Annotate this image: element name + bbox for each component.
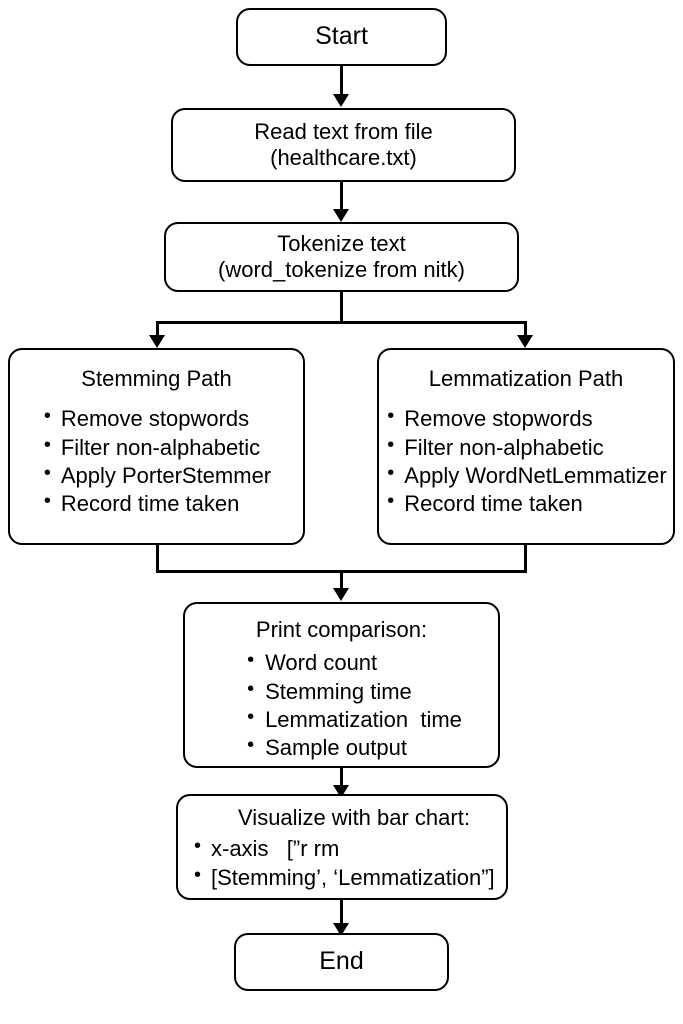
edge-split-left-drop: [156, 321, 159, 337]
node-tokenize[interactable]: Tokenize text (word_tokenize from nitk): [164, 222, 519, 292]
edge-read-to-tokenize-line: [340, 182, 343, 211]
edge-tokenize-split-stem: [340, 292, 343, 323]
node-read-file-line1: Read text from file: [254, 119, 433, 145]
node-end[interactable]: End: [234, 933, 449, 991]
list-item: Remove stopwords: [385, 404, 666, 433]
edge-read-to-tokenize-arrowhead: [333, 209, 349, 222]
node-stemming-path[interactable]: Stemming Path Remove stopwords Filter no…: [8, 348, 305, 545]
node-visualize-title: Visualize with bar chart:: [238, 805, 470, 830]
list-item: Remove stopwords: [42, 404, 271, 433]
node-tokenize-line2: (word_tokenize from nitk): [218, 257, 465, 282]
node-read-file-line2: (healthcare.txt): [270, 145, 417, 170]
node-lemmatization-path[interactable]: Lemmatization Path Remove stopwords Filt…: [377, 348, 675, 545]
edge-split-left-arrowhead: [149, 335, 165, 348]
node-start[interactable]: Start: [236, 8, 447, 66]
list-item: Word count: [245, 648, 462, 677]
list-item: Record time taken: [42, 489, 271, 518]
node-start-label: Start: [315, 22, 368, 51]
edge-start-to-read-line: [340, 66, 343, 96]
edge-visualize-to-end-arrowhead: [333, 923, 349, 936]
node-print-comparison-bullets: Word count Stemming time Lemmatization t…: [221, 648, 462, 762]
node-read-file[interactable]: Read text from file (healthcare.txt): [171, 108, 516, 182]
node-lemmatization-path-title: Lemmatization Path: [428, 366, 624, 391]
list-item: Lemmatization time: [245, 705, 462, 734]
list-item: Stemming time: [245, 677, 462, 706]
list-item: [Stemming’, ‘Lemmatization”]: [192, 863, 495, 892]
node-end-label: End: [319, 947, 364, 976]
node-print-comparison[interactable]: Print comparison: Word count Stemming ti…: [183, 602, 500, 768]
edge-split-right-arrowhead: [517, 335, 533, 348]
list-item: Sample output: [245, 733, 462, 762]
edge-merge-right-riser: [524, 545, 527, 572]
node-print-comparison-title: Print comparison:: [255, 617, 428, 642]
edge-print-to-visualize-line: [340, 768, 343, 788]
edge-start-to-read-arrowhead: [333, 94, 349, 107]
edge-merge-left-riser: [156, 545, 159, 572]
list-item: Filter non-alphabetic: [385, 433, 666, 462]
node-visualize[interactable]: Visualize with bar chart: x-axis [”r rm …: [176, 794, 508, 900]
node-stemming-path-bullets: Remove stopwords Filter non-alphabetic A…: [42, 404, 271, 518]
edge-split-right-drop: [524, 321, 527, 337]
edge-visualize-to-end-line: [340, 900, 343, 925]
list-item: Apply WordNetLemmatizer: [385, 461, 666, 490]
list-item: Record time taken: [385, 489, 666, 518]
node-lemmatization-path-bullets: Remove stopwords Filter non-alphabetic A…: [385, 404, 666, 518]
edge-merge-to-print-arrowhead: [333, 588, 349, 601]
node-stemming-path-title: Stemming Path: [81, 366, 232, 391]
edge-merge-to-print-line: [340, 570, 343, 590]
list-item: Apply PorterStemmer: [42, 461, 271, 490]
edge-split-bus: [156, 321, 526, 324]
node-visualize-bullets: x-axis [”r rm [Stemming’, ‘Lemmatization…: [192, 834, 495, 892]
node-tokenize-line1: Tokenize text: [277, 231, 406, 257]
list-item: Filter non-alphabetic: [42, 433, 271, 462]
list-item: x-axis [”r rm: [192, 834, 495, 863]
